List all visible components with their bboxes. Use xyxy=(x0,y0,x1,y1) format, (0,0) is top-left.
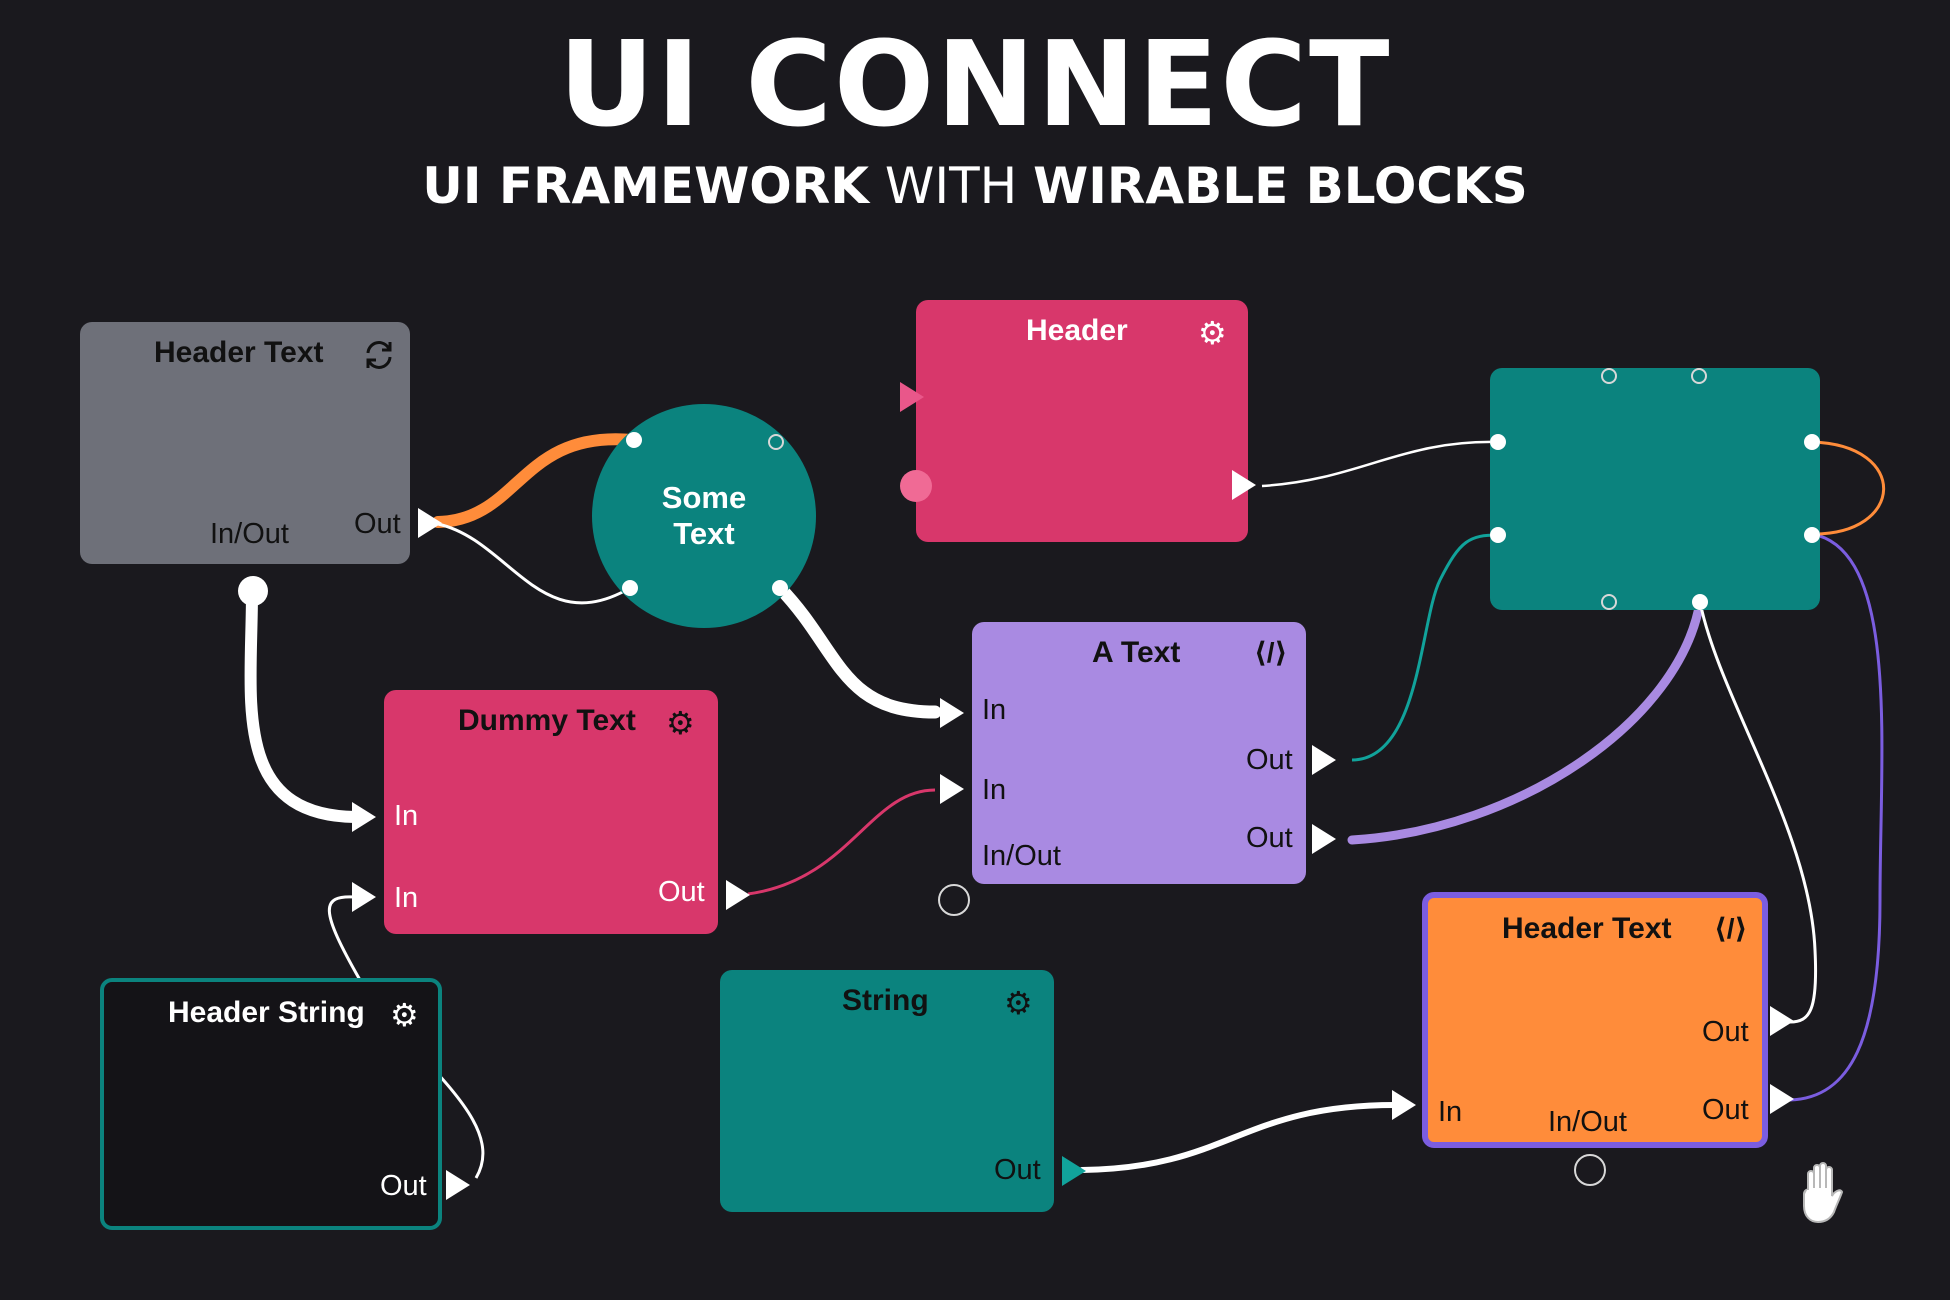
left-port-dot-2[interactable] xyxy=(1490,527,1506,543)
header-text-gray-block[interactable]: Header Text In/Out Out xyxy=(80,322,410,564)
port-label-in2: In xyxy=(394,882,419,914)
node-port-dot-2[interactable] xyxy=(622,580,638,596)
wire-white-headertext-dummytext[interactable] xyxy=(244,586,361,823)
code-icon[interactable]: ⟨/⟩ xyxy=(1714,913,1748,944)
wire-white-tealbig-headertext[interactable] xyxy=(1698,601,1818,1024)
block-title: Header String xyxy=(168,996,365,1029)
gear-icon[interactable]: ⚙ xyxy=(1198,315,1227,351)
port-label-in: In xyxy=(1438,1096,1463,1128)
node-port-dot-1[interactable] xyxy=(626,432,642,448)
dummy-text-block[interactable]: Dummy Text ⚙ In In Out xyxy=(384,690,718,934)
header-string-block[interactable]: Header String ⚙ Out xyxy=(100,978,442,1230)
code-icon[interactable]: ⟨/⟩ xyxy=(1254,637,1288,668)
output-port-arrow[interactable] xyxy=(1062,1156,1086,1186)
gear-icon[interactable]: ⚙ xyxy=(1004,985,1033,1021)
input-port-arrow-2[interactable] xyxy=(352,882,376,912)
block-title: Header Text xyxy=(154,336,324,369)
subtitle-part1: UI FRAMEWORK xyxy=(422,157,869,215)
wire-white-header-tealbig[interactable] xyxy=(1261,440,1499,488)
subtitle-part3: WIRABLE BLOCKS xyxy=(1033,157,1528,215)
wire-pink-dummytext-atext[interactable] xyxy=(747,788,936,896)
block-title: String xyxy=(842,984,929,1017)
left-port-dot-1[interactable] xyxy=(1490,434,1506,450)
hand-cursor-icon xyxy=(1803,1162,1844,1224)
output-port-arrow-2[interactable] xyxy=(1770,1084,1794,1114)
block-title: Dummy Text xyxy=(458,704,636,737)
input-port-arrow-2[interactable] xyxy=(940,774,964,804)
block-title: A Text xyxy=(1092,636,1181,669)
node-port-dot-3[interactable] xyxy=(772,580,788,596)
input-port-dot[interactable] xyxy=(900,470,932,502)
top-port-ring-2[interactable] xyxy=(1691,368,1707,384)
inout-port-ring[interactable] xyxy=(938,884,970,916)
wire-white-string-headertext[interactable] xyxy=(1079,1102,1398,1173)
input-port-arrow[interactable] xyxy=(900,382,924,412)
output-port-arrow[interactable] xyxy=(726,880,750,910)
port-label-in1: In xyxy=(982,694,1007,726)
wire-white-sometext-atext[interactable] xyxy=(773,581,942,719)
block-title: Header Text xyxy=(1502,912,1672,945)
port-label-out1: Out xyxy=(1702,1016,1749,1048)
wire-orange-tealbig-loop[interactable] xyxy=(1811,440,1885,536)
wire-teal-atext-tealbig[interactable] xyxy=(1351,533,1499,762)
port-label-inout: In/Out xyxy=(210,518,289,550)
input-port-arrow-1[interactable] xyxy=(352,802,376,832)
port-label-in1: In xyxy=(394,800,419,832)
output-port-arrow-1[interactable] xyxy=(1312,745,1336,775)
wire-white-headertext-sometext[interactable] xyxy=(437,522,631,605)
output-port-arrow[interactable] xyxy=(418,508,442,538)
node-port-ring[interactable] xyxy=(768,434,784,450)
inout-port-dot[interactable] xyxy=(238,576,268,606)
port-label-out2: Out xyxy=(1246,822,1293,854)
gear-icon[interactable]: ⚙ xyxy=(390,997,419,1033)
output-port-arrow-2[interactable] xyxy=(1312,824,1336,854)
port-label-out: Out xyxy=(354,508,401,540)
node-label-line2: Text xyxy=(673,516,735,551)
node-label-line1: Some xyxy=(661,480,747,515)
port-label-out: Out xyxy=(658,876,705,908)
port-label-out1: Out xyxy=(1246,744,1293,776)
string-block[interactable]: String ⚙ Out xyxy=(720,970,1054,1212)
page-title: UI CONNECT xyxy=(558,15,1392,153)
port-label-out: Out xyxy=(994,1154,1041,1186)
page-subtitle: UI FRAMEWORK WITH WIRABLE BLOCKS xyxy=(0,156,1950,216)
right-port-dot-1[interactable] xyxy=(1804,434,1820,450)
block-title: Header xyxy=(1026,314,1128,347)
output-port-arrow-1[interactable] xyxy=(1770,1006,1794,1036)
input-port-arrow-1[interactable] xyxy=(940,698,964,728)
wire-purple-atext-tealbig[interactable] xyxy=(1347,597,1705,845)
a-text-block[interactable]: A Text ⟨/⟩ In In In/Out Out Out xyxy=(972,622,1306,884)
output-port-arrow[interactable] xyxy=(446,1170,470,1200)
bottom-port-ring[interactable] xyxy=(1601,594,1617,610)
subtitle-part2: WITH xyxy=(884,157,1018,215)
gear-icon[interactable]: ⚙ xyxy=(666,705,695,741)
inout-port-ring[interactable] xyxy=(1574,1154,1606,1186)
port-label-out: Out xyxy=(380,1170,427,1202)
port-label-out2: Out xyxy=(1702,1094,1749,1126)
port-label-in2: In xyxy=(982,774,1007,806)
teal-container-block[interactable] xyxy=(1490,368,1820,610)
refresh-icon[interactable] xyxy=(362,338,396,372)
top-port-ring-1[interactable] xyxy=(1601,368,1617,384)
port-label-inout: In/Out xyxy=(1548,1106,1627,1138)
right-port-dot-2[interactable] xyxy=(1804,527,1820,543)
output-port-arrow[interactable] xyxy=(1232,470,1256,500)
wire-purple-tealbig-headertext[interactable] xyxy=(1789,532,1884,1102)
wire-orange-headertext-sometext[interactable] xyxy=(432,433,638,528)
bottom-port-dot[interactable] xyxy=(1692,594,1708,610)
input-port-arrow[interactable] xyxy=(1392,1090,1416,1120)
port-label-inout: In/Out xyxy=(982,840,1061,872)
header-pink-block[interactable]: Header ⚙ xyxy=(916,300,1248,542)
header-text-orange-block[interactable]: Header Text ⟨/⟩ In In/Out Out Out xyxy=(1422,892,1768,1148)
